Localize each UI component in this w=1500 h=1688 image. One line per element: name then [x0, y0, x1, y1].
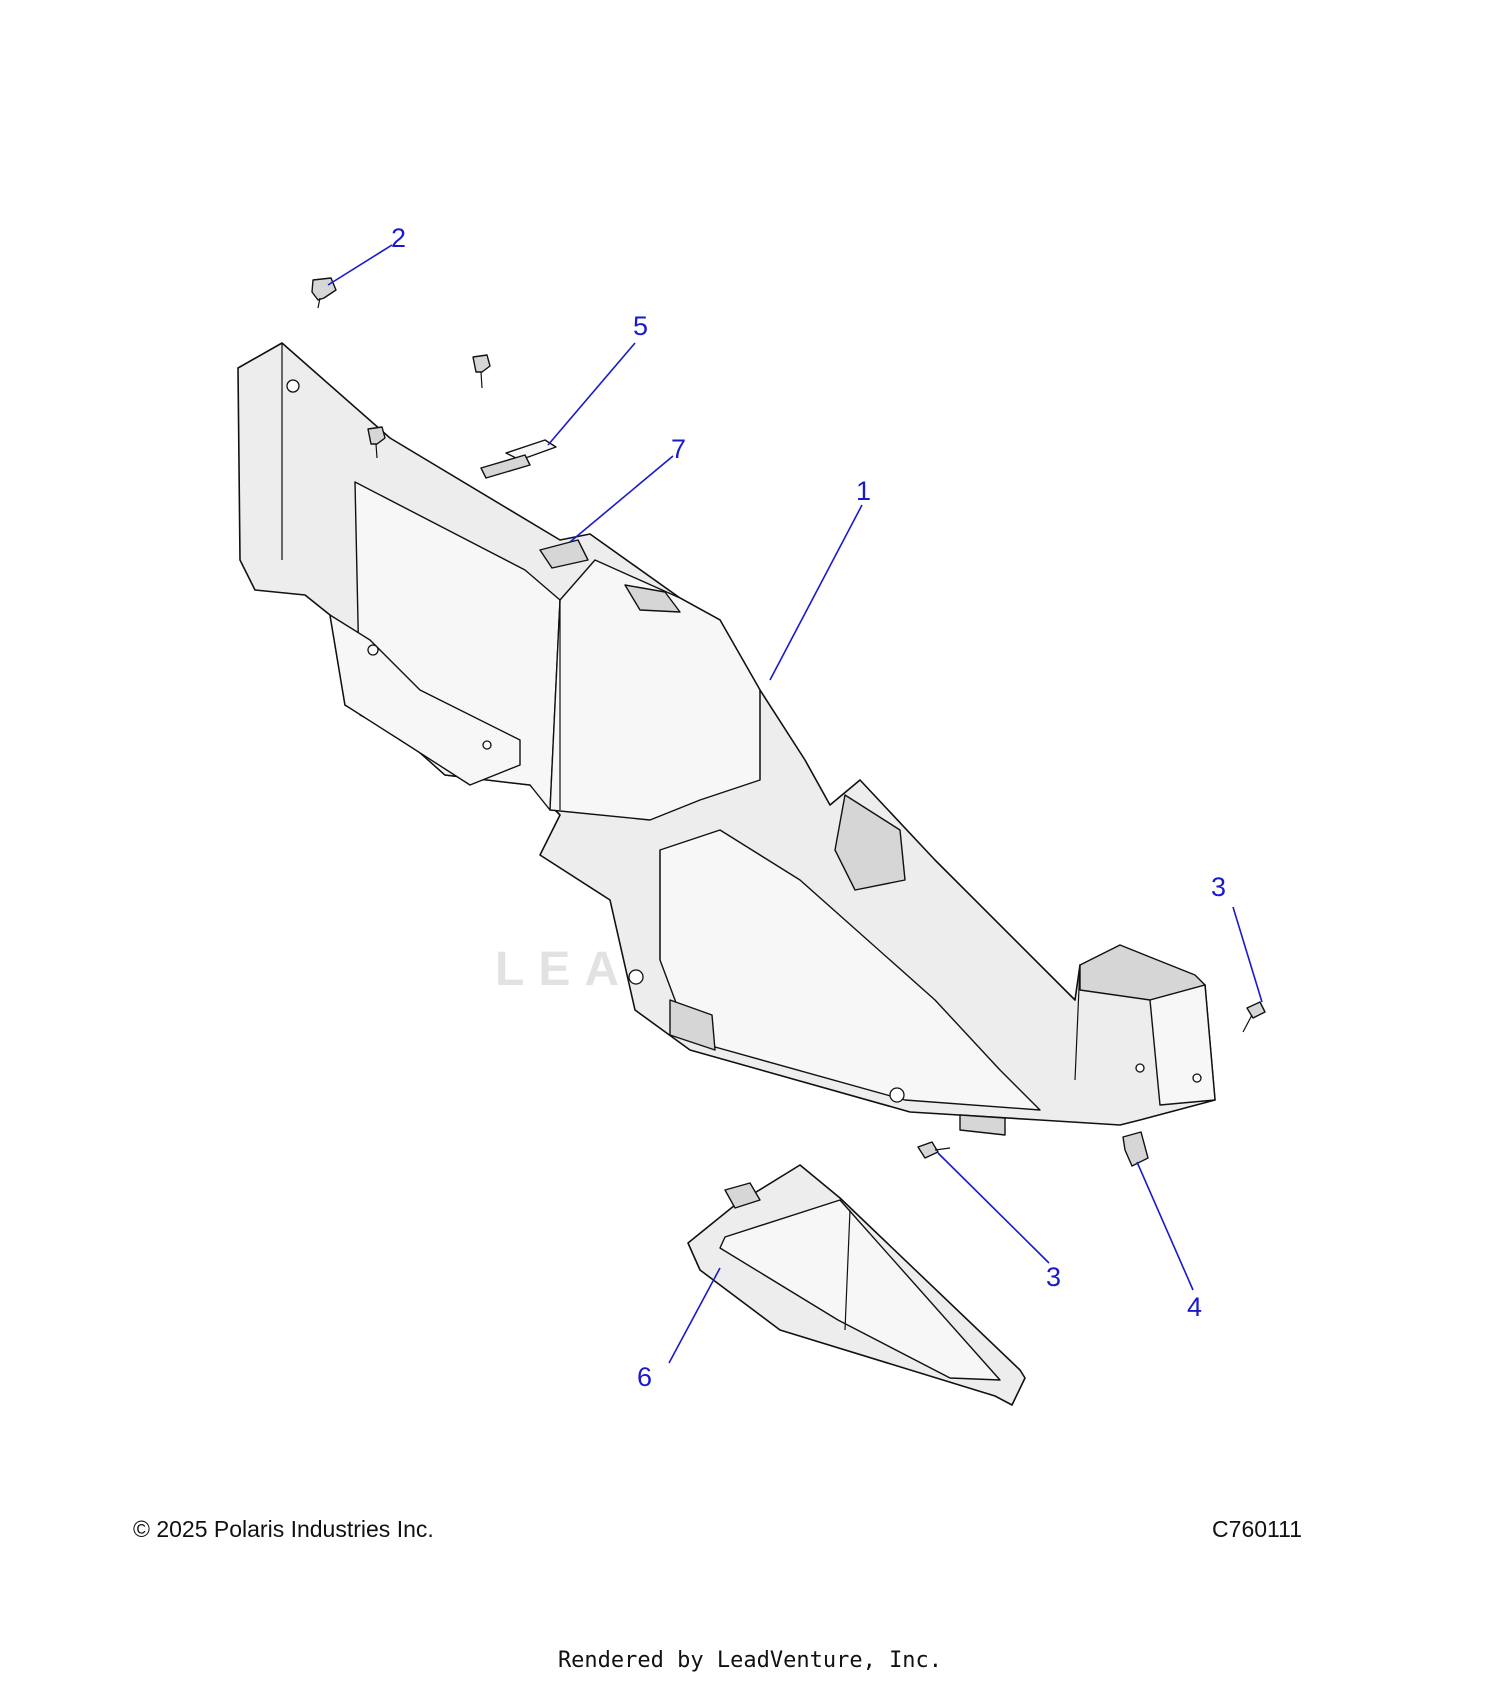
callout-5: 5 [633, 311, 648, 341]
lower-panel-part [687, 1164, 1026, 1406]
rendered-by-text: Rendered by LeadVenture, Inc. [557, 1648, 943, 1673]
callout-4: 4 [1187, 1292, 1202, 1322]
push-rivet-icon [367, 426, 386, 459]
callout-2: 2 [391, 223, 406, 253]
callout-7: 7 [671, 434, 686, 464]
nut-clip-part [1122, 1131, 1149, 1167]
callout-3-upper: 3 [1211, 872, 1226, 902]
tab-part [539, 539, 589, 569]
screw-icon [1242, 1001, 1266, 1033]
console-body [237, 342, 1216, 1136]
diagram-code: C760111 [1212, 1516, 1302, 1542]
push-rivet-icon [472, 354, 491, 389]
leader-lines [327, 244, 1263, 1364]
screw-icon [917, 1141, 951, 1159]
callout-3-lower: 3 [1046, 1262, 1061, 1292]
callout-6: 6 [637, 1362, 652, 1392]
copyright-text: © 2025 Polaris Industries Inc. [133, 1516, 434, 1542]
callout-1: 1 [856, 476, 871, 506]
clip-part [480, 439, 557, 479]
